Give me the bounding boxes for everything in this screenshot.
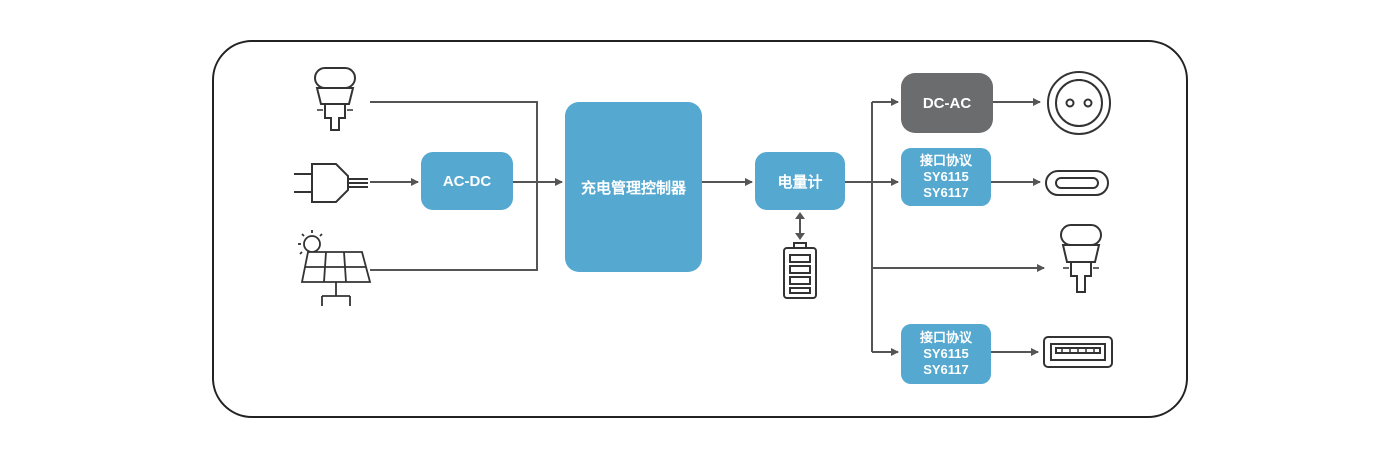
protocol-chip-2: SY6117 xyxy=(923,185,969,200)
protocol-chip-1: SY6115 xyxy=(923,346,969,361)
fuel-gauge-block: 电量计 xyxy=(755,152,845,210)
ac-plug-icon xyxy=(294,163,368,203)
battery-icon xyxy=(783,242,817,299)
ac-dc-converter-block: AC-DC xyxy=(421,152,513,210)
fuel-gauge-label: 电量计 xyxy=(777,173,823,191)
protocol-chip-1: SY6115 xyxy=(923,169,969,184)
meter-battery-arrow-up xyxy=(795,212,805,219)
usb-a-port-icon xyxy=(1043,336,1113,368)
input-bus-line xyxy=(370,101,538,271)
protocol-chip-2: SY6117 xyxy=(923,362,969,377)
ac-dc-label: AC-DC xyxy=(442,172,492,190)
usb-c-port-icon xyxy=(1045,170,1109,196)
charge-controller-block: 充电管理控制器 xyxy=(565,102,702,272)
car-charger-icon xyxy=(314,67,356,131)
diagram-frame xyxy=(212,40,1188,418)
ac-socket-icon xyxy=(1047,71,1111,135)
car-charger-icon xyxy=(1060,224,1102,293)
charge-controller-label: 充电管理控制器 xyxy=(580,179,686,197)
protocol-title: 接口协议 xyxy=(919,330,972,345)
dc-ac-inverter-block: DC-AC xyxy=(901,73,993,133)
solar-panel-icon xyxy=(298,230,372,306)
protocol-title: 接口协议 xyxy=(919,153,972,168)
protocol-block-usba: 接口协议 SY6115 SY6117 xyxy=(901,324,991,384)
dc-ac-label: DC-AC xyxy=(922,94,972,112)
protocol-block-usbc: 接口协议 SY6115 SY6117 xyxy=(901,148,991,206)
meter-battery-arrow-down xyxy=(795,233,805,240)
